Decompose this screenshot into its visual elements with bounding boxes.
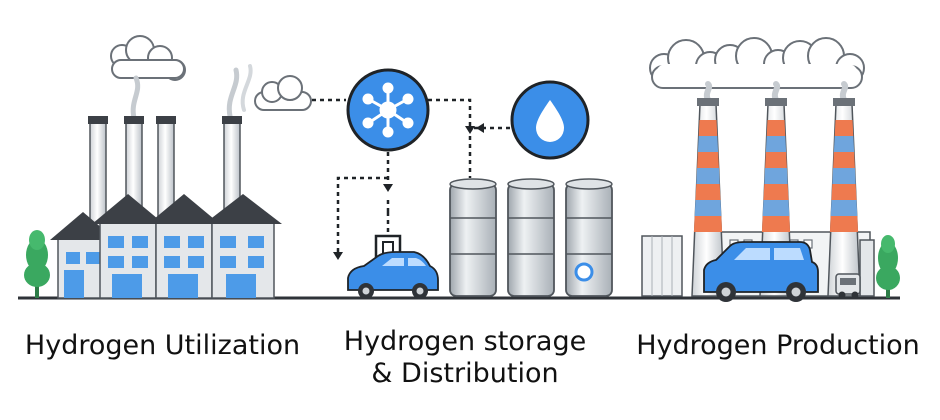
arrow-head: [476, 123, 484, 133]
factory-house: [148, 194, 220, 299]
smoke-wisp: [226, 67, 240, 119]
arrow-head: [383, 184, 393, 192]
caption-line: & Distribution: [371, 358, 559, 389]
caption-line: Hydrogen storage: [343, 326, 587, 357]
utility-cart: [835, 273, 861, 299]
caption-hydrogen-storage-distribution: Hydrogen storage & Distribution: [330, 326, 600, 390]
smoke-wisp: [240, 64, 253, 112]
hydrogen-car: [703, 241, 819, 302]
utilization-factory: [24, 35, 282, 299]
tree: [24, 230, 50, 298]
electric-car: [347, 251, 439, 299]
caption-hydrogen-production: Hydrogen Production: [636, 330, 920, 361]
water-drop-icon: [510, 80, 590, 160]
arrow-head: [333, 252, 343, 260]
hydrogen-value-chain-illustration: [18, 35, 900, 302]
smoke-wisp: [130, 75, 141, 121]
storage-tank: [449, 178, 497, 297]
smoke-wisp: [771, 81, 781, 103]
factory-house: [92, 194, 164, 299]
molecule-network-icon: [346, 68, 430, 152]
storage-tank: [507, 178, 555, 297]
tree: [876, 235, 900, 298]
smoke-wisp: [839, 81, 849, 103]
storage-tank: [565, 178, 613, 297]
smokestack: [827, 98, 861, 297]
arrow-head: [465, 126, 475, 134]
factory-house: [204, 194, 282, 299]
production-plant: [641, 37, 900, 302]
storage-distribution: [254, 68, 613, 299]
smoke-wisp: [703, 81, 713, 103]
caption-hydrogen-utilization: Hydrogen Utilization: [24, 330, 301, 361]
cloud-icon: [254, 75, 312, 111]
smoke-cloud: [110, 35, 186, 81]
tank-gauge-icon: [574, 262, 594, 282]
chimney: [88, 116, 108, 231]
